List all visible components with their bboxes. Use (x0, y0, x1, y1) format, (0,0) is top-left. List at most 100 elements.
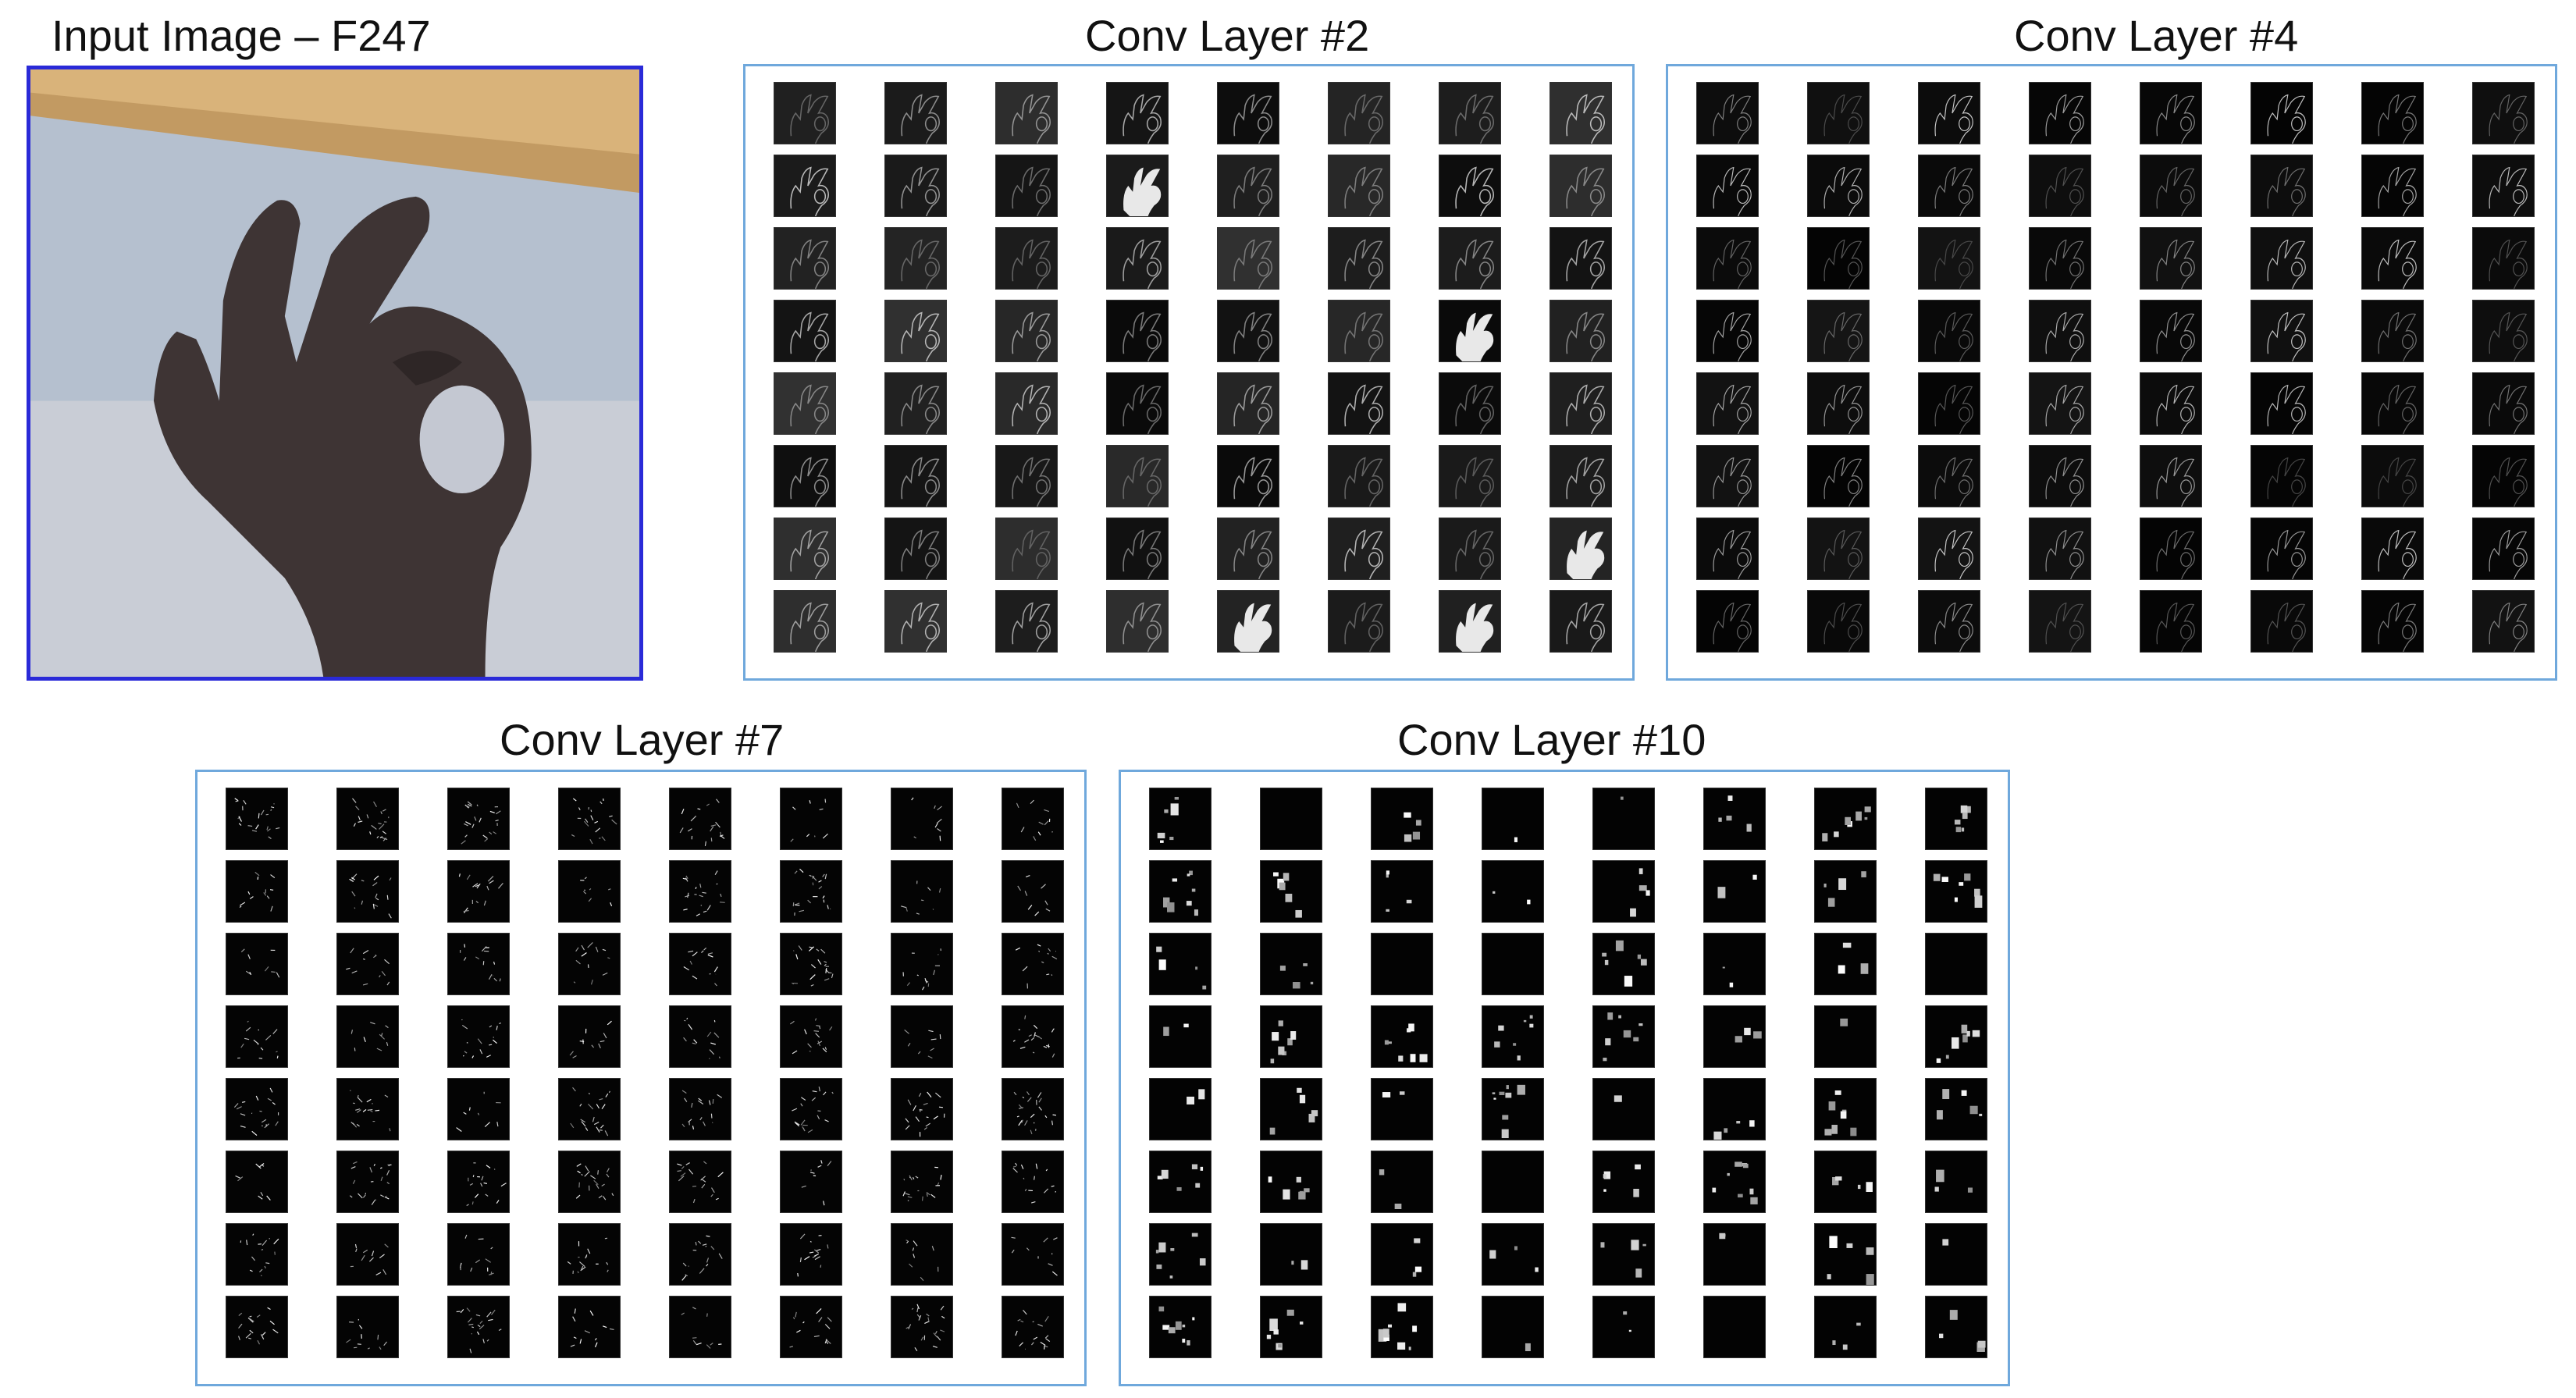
feature-map-thumbnail (891, 860, 953, 923)
feature-map-thumbnail (2250, 82, 2313, 144)
feature-map-thumbnail (2250, 590, 2313, 653)
feature-map-thumbnail (2029, 518, 2091, 580)
feature-map-thumbnail (1592, 860, 1655, 923)
feature-map-thumbnail (1703, 1223, 1766, 1286)
conv-layer-4-panel (1666, 64, 2557, 681)
feature-map-thumbnail (2250, 372, 2313, 435)
feature-map-thumbnail (1703, 1296, 1766, 1358)
feature-map-thumbnail (669, 933, 731, 995)
feature-map-thumbnail (1807, 82, 1870, 144)
feature-map-thumbnail (336, 1005, 399, 1068)
feature-map-thumbnail (2472, 445, 2535, 507)
feature-map-thumbnail (1439, 300, 1501, 362)
feature-map-thumbnail (891, 1151, 953, 1213)
feature-map-thumbnail (995, 82, 1058, 144)
feature-map-thumbnail (558, 1296, 621, 1358)
feature-map-thumbnail (1925, 933, 1987, 995)
feature-map-thumbnail (558, 933, 621, 995)
feature-map-thumbnail (336, 1296, 399, 1358)
conv-layer-10-title: Conv Layer #10 (1397, 715, 1706, 764)
feature-map-thumbnail (1371, 1005, 1433, 1068)
feature-map-thumbnail (1925, 1296, 1987, 1358)
feature-map-thumbnail (2472, 590, 2535, 653)
feature-map-thumbnail (226, 788, 288, 850)
feature-map-thumbnail (447, 933, 510, 995)
feature-map-thumbnail (1814, 1005, 1877, 1068)
feature-map-thumbnail (1002, 933, 1064, 995)
feature-map-thumbnail (1482, 1223, 1544, 1286)
feature-map-thumbnail (1149, 1005, 1212, 1068)
feature-map-thumbnail (2029, 227, 2091, 290)
feature-map-thumbnail (891, 1005, 953, 1068)
feature-map-thumbnail (995, 518, 1058, 580)
feature-map-thumbnail (558, 1005, 621, 1068)
feature-map-thumbnail (1807, 518, 1870, 580)
feature-map-thumbnail (1328, 82, 1390, 144)
feature-map-thumbnail (558, 1223, 621, 1286)
conv-layer-10-panel (1119, 770, 2010, 1386)
feature-map-thumbnail (1814, 1296, 1877, 1358)
feature-map-thumbnail (1002, 1151, 1064, 1213)
feature-map-thumbnail (1106, 590, 1169, 653)
feature-map-thumbnail (558, 1078, 621, 1140)
feature-map-thumbnail (1592, 1296, 1655, 1358)
feature-map-thumbnail (2472, 372, 2535, 435)
feature-map-thumbnail (1918, 372, 1980, 435)
feature-map-thumbnail (1328, 155, 1390, 217)
feature-map-thumbnail (1328, 227, 1390, 290)
feature-map-thumbnail (1149, 1296, 1212, 1358)
feature-map-thumbnail (884, 445, 947, 507)
feature-map-thumbnail (2361, 518, 2424, 580)
feature-map-thumbnail (1482, 788, 1544, 850)
conv-layer-7-panel (195, 770, 1087, 1386)
feature-map-thumbnail (774, 445, 836, 507)
feature-map-thumbnail (226, 1151, 288, 1213)
feature-map-thumbnail (447, 1151, 510, 1213)
feature-map-thumbnail (1260, 1223, 1322, 1286)
feature-map-thumbnail (1807, 227, 1870, 290)
feature-map-thumbnail (1328, 518, 1390, 580)
feature-map-thumbnail (1217, 82, 1279, 144)
feature-map-thumbnail (780, 788, 842, 850)
feature-map-thumbnail (1328, 372, 1390, 435)
feature-map-thumbnail (2029, 155, 2091, 217)
feature-map-thumbnail (1217, 518, 1279, 580)
feature-map-thumbnail (1217, 155, 1279, 217)
feature-map-thumbnail (1918, 227, 1980, 290)
feature-map-thumbnail (884, 227, 947, 290)
feature-map-thumbnail (1106, 445, 1169, 507)
feature-map-thumbnail (1106, 227, 1169, 290)
feature-map-thumbnail (669, 860, 731, 923)
feature-map-thumbnail (2250, 155, 2313, 217)
feature-map-thumbnail (336, 1151, 399, 1213)
feature-map-thumbnail (1696, 155, 1759, 217)
feature-map-thumbnail (1439, 590, 1501, 653)
feature-map-thumbnail (1217, 227, 1279, 290)
feature-map-thumbnail (2029, 300, 2091, 362)
feature-map-thumbnail (1703, 1005, 1766, 1068)
feature-map-thumbnail (2361, 590, 2424, 653)
feature-map-thumbnail (1106, 300, 1169, 362)
feature-map-thumbnail (1482, 1005, 1544, 1068)
feature-map-thumbnail (2029, 445, 2091, 507)
feature-map-thumbnail (1703, 860, 1766, 923)
feature-map-thumbnail (447, 1223, 510, 1286)
feature-map-thumbnail (669, 1151, 731, 1213)
feature-map-thumbnail (1439, 155, 1501, 217)
feature-map-thumbnail (2361, 227, 2424, 290)
feature-map-thumbnail (1550, 227, 1612, 290)
feature-map-thumbnail (447, 1005, 510, 1068)
feature-map-thumbnail (1925, 1151, 1987, 1213)
feature-map-thumbnail (1002, 1296, 1064, 1358)
feature-map-thumbnail (1550, 155, 1612, 217)
feature-map-thumbnail (1106, 155, 1169, 217)
feature-map-thumbnail (891, 788, 953, 850)
feature-map-thumbnail (1696, 300, 1759, 362)
feature-map-thumbnail (1482, 1151, 1544, 1213)
feature-map-thumbnail (995, 590, 1058, 653)
feature-map-thumbnail (1439, 82, 1501, 144)
feature-map-thumbnail (884, 155, 947, 217)
feature-map-thumbnail (2472, 518, 2535, 580)
feature-map-thumbnail (1925, 1078, 1987, 1140)
feature-map-thumbnail (774, 82, 836, 144)
